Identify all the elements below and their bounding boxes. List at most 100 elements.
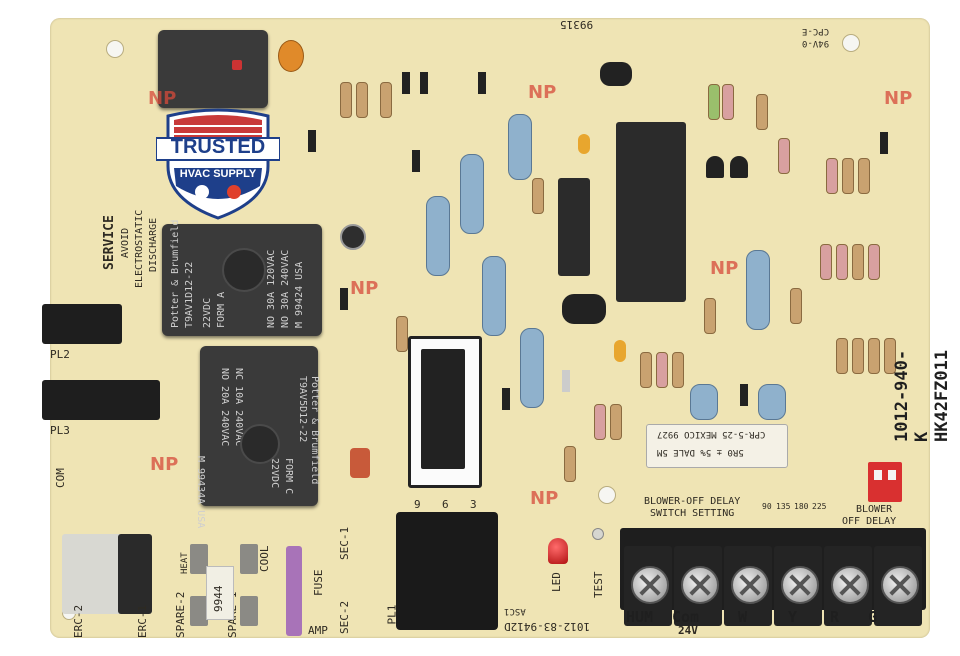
relay-k1-text: FORM A [216, 291, 227, 328]
relay-k1-text: 22VDC [202, 297, 213, 328]
white-socket-k5 [408, 336, 482, 488]
relay-k1-coil [222, 248, 266, 292]
terminal-label-y: Y [788, 608, 798, 626]
resistor [868, 338, 880, 374]
trusted-hvac-supply-logo: TRUSTED HVAC SUPPLY [155, 108, 281, 220]
electrostatic-label: ELECTROSTATIC [134, 209, 145, 288]
diode [308, 130, 316, 152]
resistor [396, 316, 408, 352]
microcontroller-chip [616, 122, 686, 302]
np-mark: NP [150, 454, 179, 475]
avoid-label: AVOID [120, 227, 131, 258]
power-resistor: CPR-5-25 MEXICO 9927 5R0 ± 5% DALE 5M [646, 424, 788, 468]
resistor [842, 158, 854, 194]
blue-resistor [690, 384, 718, 420]
terminal-y[interactable] [774, 546, 822, 626]
terminal-screw[interactable] [631, 566, 669, 604]
resistor [594, 404, 606, 440]
terminal-g[interactable] [874, 546, 922, 626]
terminal-hum[interactable] [624, 546, 672, 626]
pl2-connector[interactable] [42, 304, 122, 344]
resistor [708, 84, 720, 120]
spade-terminal[interactable] [190, 544, 208, 574]
blower-label: BLOWER [856, 504, 893, 515]
yellow-capacitor [614, 340, 626, 362]
np-mark: NP [884, 88, 913, 109]
erc1-label: ERC-1 [136, 604, 149, 638]
led-label: LED [550, 572, 563, 592]
mounting-hole [106, 40, 124, 58]
terminal-screw[interactable] [681, 566, 719, 604]
amp-label: AMP [308, 624, 328, 637]
spade-terminal[interactable] [240, 544, 258, 574]
terminal-screw[interactable] [781, 566, 819, 604]
terminal-r[interactable] [824, 546, 872, 626]
blower-delay-dip-switch[interactable] [868, 462, 902, 502]
pl1-connector[interactable] [396, 512, 498, 630]
resistor [778, 138, 790, 174]
resistor-text: CPR-5-25 MEXICO 9927 [657, 429, 766, 439]
diode [412, 150, 420, 172]
resistor [380, 82, 392, 118]
blue-resistor [508, 114, 532, 180]
spade-terminal[interactable] [190, 596, 208, 626]
pl3-connector[interactable] [42, 380, 160, 420]
relay-k2: M 99434A USA NO 20A 240VAC NC 10A 240VAC… [195, 346, 320, 528]
pl3-label: PL3 [50, 424, 70, 437]
v0-mark: 94V-0 [802, 38, 830, 48]
terminal-screw[interactable] [831, 566, 869, 604]
np-mark: NP [530, 488, 559, 509]
logo-line-1: TRUSTED [170, 136, 266, 158]
logic-ic [558, 178, 590, 276]
service-label: SERVICE [102, 215, 117, 270]
relay-k2-text: NO 20A 240VAC [219, 368, 230, 447]
relay-dot [232, 60, 242, 70]
terminal-label-r: R [830, 608, 840, 626]
resistor [826, 158, 838, 194]
resistor-text: 5R0 ± 5% DALE 5M [657, 447, 744, 457]
blue-resistor [482, 256, 506, 336]
spade-terminal[interactable] [240, 596, 258, 626]
diode [562, 370, 570, 392]
resistor [704, 298, 716, 334]
test-pad[interactable] [592, 528, 604, 540]
terminal-w[interactable] [724, 546, 772, 626]
blue-resistor [758, 384, 786, 420]
dip-toggle[interactable] [874, 470, 882, 480]
diode [502, 388, 510, 410]
delay-225: 225 [812, 502, 827, 511]
diode [340, 288, 348, 310]
pl1-pin-6: 6 [442, 498, 449, 511]
relay-k2-text: T9AV5D12-22 [297, 376, 308, 443]
relay-k2-text: 22VDC [269, 458, 280, 489]
resistor [640, 352, 652, 388]
orange-capacitor [278, 40, 304, 72]
relay-k1-text: M 99424 USA [294, 261, 305, 328]
resistor [722, 84, 734, 120]
pl1-pin-9: 9 [414, 498, 421, 511]
code-sticker [206, 566, 234, 620]
resistor [852, 338, 864, 374]
dip-toggle[interactable] [888, 470, 896, 480]
blue-resistor [460, 154, 484, 234]
status-led [548, 538, 568, 564]
resistor [858, 158, 870, 194]
terminal-com[interactable] [674, 546, 722, 626]
socket-cavity [421, 349, 465, 469]
terminal-screw[interactable] [881, 566, 919, 604]
resistor [790, 288, 802, 324]
yellow-capacitor [578, 134, 590, 154]
resistor [868, 244, 880, 280]
pl1-label: PL1 [385, 604, 399, 625]
terminal-screw[interactable] [731, 566, 769, 604]
relay-k1-text: Potter & Brumfield [170, 219, 181, 328]
relay-k1-text: NO 30A 240VAC [280, 249, 291, 328]
electrolytic-capacitor [340, 224, 366, 250]
np-mark: NP [350, 278, 379, 299]
diode [478, 72, 486, 94]
test-label: TEST [592, 571, 605, 599]
delay-90: 90 [762, 502, 772, 511]
resistor [564, 446, 576, 482]
diode [402, 72, 410, 94]
blower-off-delay-label: BLOWER-OFF DELAY [644, 496, 741, 507]
